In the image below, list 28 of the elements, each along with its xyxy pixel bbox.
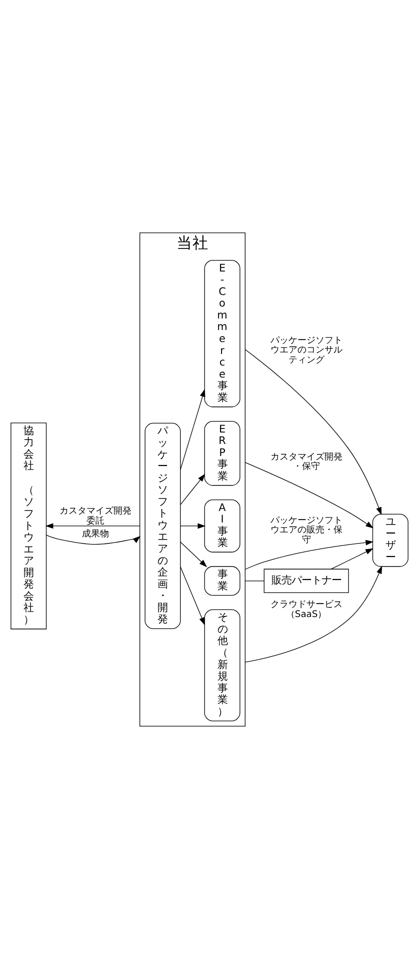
arrow: [330, 548, 374, 569]
arrow: [46, 534, 141, 544]
arrow: [180, 473, 206, 504]
arrow: [244, 462, 374, 528]
node-box: その他（新規事業）: [204, 608, 240, 721]
node-box: 協力会社 （ソフトウエア開発会社）: [10, 422, 47, 629]
connector: [244, 580, 264, 581]
edge-label: パッケージソフトウエアの販売・保守: [270, 515, 342, 545]
node-box: 事業: [204, 566, 240, 596]
arrow: [244, 348, 382, 515]
node-box: ERP事業: [204, 420, 240, 486]
node-box: AI事業: [204, 498, 240, 552]
edge-label: 成果物: [82, 529, 110, 540]
node-box: パッケージソフトウエアの企画・開発: [144, 422, 181, 628]
edge-label: カスタマイズ開発委託: [60, 506, 132, 526]
edge-label: パッケージソフトウエアのコンサルティング: [270, 335, 342, 366]
node-box: E-Commerce事業: [204, 260, 240, 407]
arrow: [180, 566, 205, 625]
arrow: [180, 388, 206, 470]
node-box: 販売パートナー: [264, 568, 349, 593]
edge-label: カスタマイズ開発・保守: [270, 452, 342, 472]
edge-label: クラウドサービス（SaaS）: [270, 600, 342, 620]
node-box: ユーザー: [372, 513, 408, 566]
arrow: [180, 541, 208, 567]
arrow: [244, 565, 382, 662]
arrow: [45, 522, 140, 528]
arrow: [180, 522, 206, 528]
arrow: [244, 539, 374, 570]
